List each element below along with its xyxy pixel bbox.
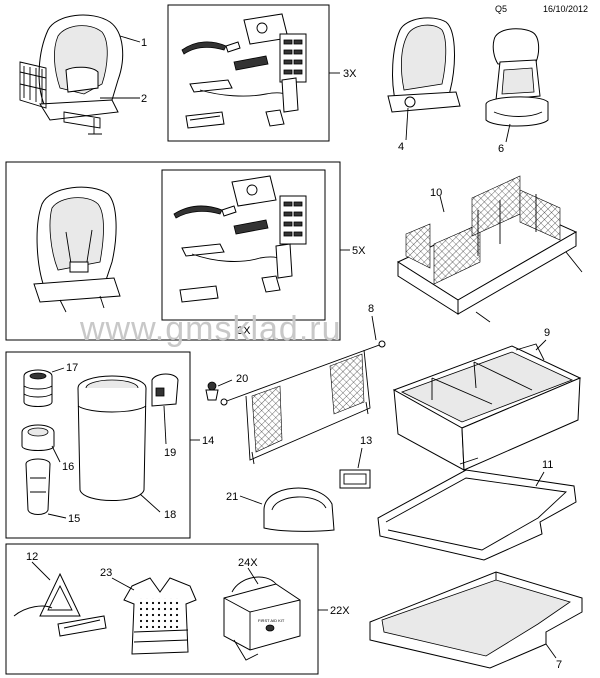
kit-box-inner — [161, 169, 326, 321]
callout-2: 2 — [141, 93, 147, 105]
callout-21: 21 — [226, 491, 238, 503]
tether-kit-icon — [181, 13, 307, 129]
cargo-organizer-icon — [396, 175, 583, 323]
callout-3x-inner: 3X — [237, 325, 251, 337]
warning-triangle-icon — [13, 572, 107, 637]
callout-20: 20 — [236, 373, 248, 385]
callout-17: 17 — [66, 362, 78, 374]
callout-14: 14 — [202, 435, 214, 447]
diagram-date: 16/10/2012 — [543, 4, 588, 14]
callout-15: 15 — [68, 513, 80, 525]
callout-3x-top: 3X — [343, 68, 357, 80]
diagram-code: Q5 — [495, 4, 507, 14]
clip-holder-icon — [151, 373, 179, 407]
safety-vest-icon — [123, 577, 197, 655]
callout-10: 10 — [430, 187, 442, 199]
callout-7: 7 — [556, 659, 562, 671]
trunk-mat-icon — [377, 469, 577, 561]
cover-icon — [263, 487, 335, 532]
callout-13: 13 — [360, 435, 372, 447]
callout-8: 8 — [368, 303, 374, 315]
first-aid-label: FIRST AID KIT — [258, 618, 285, 623]
callout-18: 18 — [164, 509, 176, 521]
callout-22x: 22X — [330, 605, 350, 617]
tether-kit-2-icon — [173, 175, 307, 303]
cargo-box-icon — [392, 343, 582, 471]
callout-11: 11 — [542, 459, 553, 471]
ash-tray-icon — [25, 458, 51, 515]
callout-4: 4 — [398, 141, 404, 153]
child-seat-4-icon — [387, 17, 461, 141]
safety-box — [5, 543, 319, 675]
callout-23: 23 — [100, 567, 112, 579]
waste-bin-icon — [77, 375, 147, 501]
kit-box-mid — [5, 161, 341, 341]
cargo-net-icon — [220, 340, 386, 465]
bin-box — [5, 351, 191, 539]
callout-19: 19 — [164, 447, 176, 459]
child-seat-icon — [19, 14, 141, 135]
callout-1: 1 — [141, 37, 147, 49]
callout-9: 9 — [544, 327, 550, 339]
hook-icon — [205, 381, 219, 401]
watermark: www.gmsklad.ru — [79, 310, 342, 348]
callout-12: 12 — [26, 551, 38, 563]
cup-holder-icon — [23, 369, 53, 407]
bracket-icon — [339, 469, 371, 489]
callout-6: 6 — [498, 143, 504, 155]
callout-16: 16 — [62, 461, 74, 473]
trunk-tray-icon — [369, 571, 583, 669]
callout-24x: 24X — [238, 557, 258, 569]
coin-holder-icon — [21, 424, 55, 451]
first-aid-kit-icon: FIRST AID KIT — [223, 576, 301, 661]
booster-seat-icon — [485, 28, 549, 143]
child-seat-5-icon — [33, 186, 121, 313]
callout-5x: 5X — [352, 245, 366, 257]
